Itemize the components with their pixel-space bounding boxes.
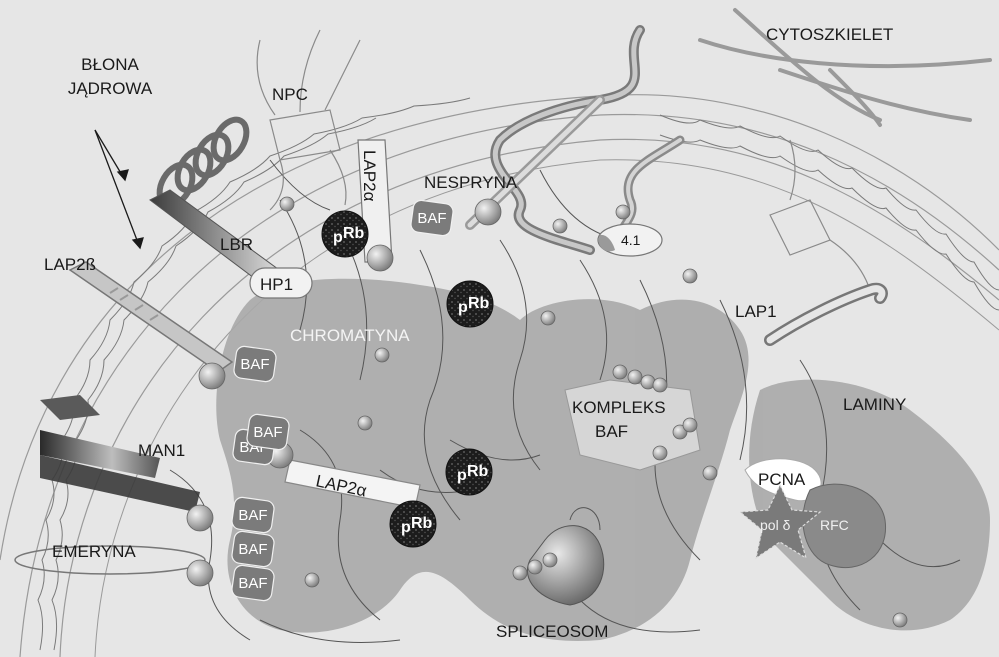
prb-label-prefix: p (333, 229, 343, 246)
label-baf-complex-1: KOMPLEKS (572, 398, 666, 417)
protein-ball (616, 205, 630, 219)
prb-label: Rb (343, 225, 365, 242)
baf-label: BAF (238, 575, 267, 592)
protein-cap (367, 245, 393, 271)
baf-protein: BAF (410, 199, 454, 236)
protein-ball (543, 553, 557, 567)
protein-ball (683, 418, 697, 432)
protein-ball (280, 197, 294, 211)
protein-ball (305, 573, 319, 587)
protein-ball (613, 365, 627, 379)
baf-label: BAF (253, 424, 282, 441)
prb-label-prefix: p (458, 299, 468, 316)
baf-label: BAF (417, 210, 446, 227)
label-pol-delta: pol δ (760, 517, 791, 533)
prb-label-prefix: p (457, 467, 467, 484)
protein-ball (653, 446, 667, 460)
protein-ball (375, 348, 389, 362)
protein-ball (653, 378, 667, 392)
prb-label-prefix: p (401, 519, 411, 536)
label-rfc: RFC (820, 517, 849, 533)
protein-cap (475, 199, 501, 225)
baf-protein: BAF (231, 530, 275, 567)
prb-label: Rb (468, 295, 490, 312)
label-man1: MAN1 (138, 441, 185, 460)
baf-protein: BAF (231, 564, 275, 601)
protein-ball (703, 466, 717, 480)
baf-protein: BAF (231, 496, 275, 533)
prb-label: Rb (467, 463, 489, 480)
label-pcna: PCNA (758, 470, 806, 489)
label-chromatin: CHROMATYNA (290, 326, 410, 345)
baf-protein: BAF (233, 345, 277, 382)
membrane-arrows (95, 130, 143, 248)
label-cytoskeleton: CYTOSZKIELET (766, 25, 893, 44)
protein-ball (513, 566, 527, 580)
label-lap2a-top: LAP2α (360, 150, 379, 202)
label-laminy: LAMINY (843, 395, 906, 414)
baf-protein: BAF (246, 413, 290, 450)
label-hp1: HP1 (260, 275, 293, 294)
label-protein-41: 4.1 (621, 232, 641, 248)
protein-cap (199, 363, 225, 389)
label-nuclear-membrane-1: BŁONA (81, 55, 139, 74)
nuclear-pore-complex-right (770, 140, 870, 290)
baf-label: BAF (238, 507, 267, 524)
label-lap2b: LAP2ß (44, 255, 96, 274)
label-emerin: EMERYNA (52, 542, 136, 561)
baf-label: BAF (240, 356, 269, 373)
protein-cap (187, 560, 213, 586)
nuclear-pore-complex (257, 30, 360, 210)
protein-ball (541, 311, 555, 325)
baf-label: BAF (238, 541, 267, 558)
protein-ball (683, 269, 697, 283)
lap1-protein (770, 289, 882, 340)
label-baf-complex-2: BAF (595, 422, 628, 441)
label-nuclear-membrane-2: JĄDROWA (68, 79, 153, 98)
label-nesprin: NESPRYNA (424, 173, 518, 192)
label-npc: NPC (272, 85, 308, 104)
label-spliceosome: SPLICEOSOM (496, 622, 608, 641)
label-lbr: LBR (220, 235, 253, 254)
protein-ball (628, 370, 642, 384)
protein-ball (893, 613, 907, 627)
protein-ball (528, 560, 542, 574)
protein-cap (187, 505, 213, 531)
protein-ball (358, 416, 372, 430)
protein-ball (553, 219, 567, 233)
label-lap1: LAP1 (735, 302, 777, 321)
prb-label: Rb (411, 515, 433, 532)
